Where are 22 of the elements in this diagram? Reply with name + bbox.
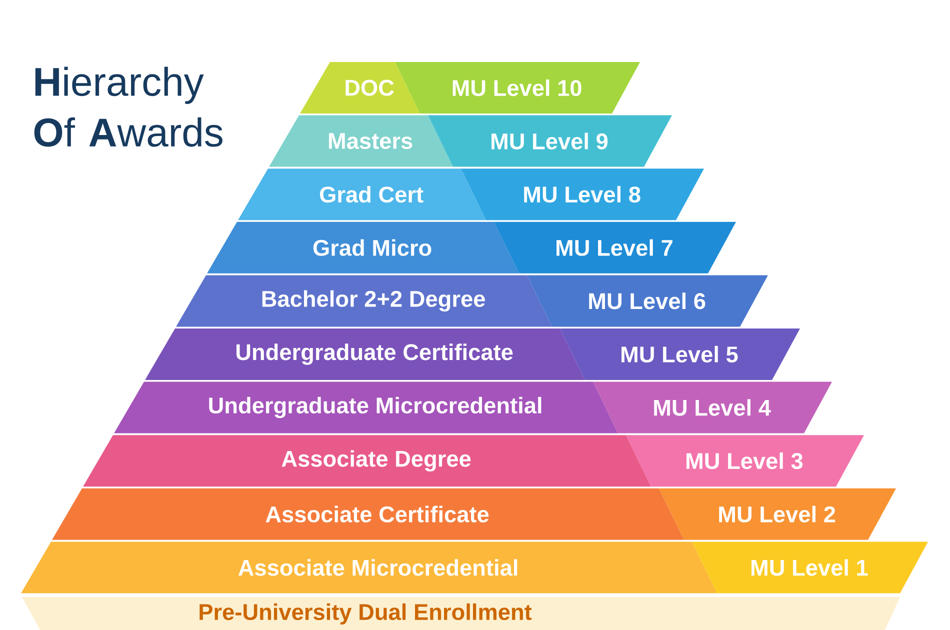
level-band: MU Level 10 [395, 62, 640, 114]
award-band: DOC [300, 62, 420, 114]
award-band: Masters [269, 115, 453, 167]
level-band: MU Level 4 [593, 382, 832, 434]
level-band: MU Level 5 [560, 328, 800, 380]
reflection-band: Pre-University Dual Enrollment [22, 597, 900, 630]
level-band: MU Level 3 [626, 435, 864, 487]
award-band: Grad Micro [207, 222, 519, 274]
award-band: Undergraduate Certificate [145, 328, 585, 380]
award-band: Undergraduate Microcredential [114, 382, 618, 434]
award-band: Associate Certificate [52, 488, 684, 540]
level-band: MU Level 8 [461, 168, 704, 220]
award-band: Grad Cert [238, 168, 486, 220]
award-band: Associate Microcredential [21, 542, 717, 594]
level-band: MU Level 7 [494, 222, 736, 274]
title: Hierarchy Of Awards [34, 66, 222, 147]
level-band: MU Level 6 [527, 275, 768, 327]
award-band: Bachelor 2+2 Degree [176, 275, 552, 327]
level-band: MU Level 2 [659, 488, 896, 540]
level-band: MU Level 1 [692, 542, 928, 594]
level-band: MU Level 9 [428, 115, 672, 167]
award-band: Associate Degree [83, 435, 651, 487]
